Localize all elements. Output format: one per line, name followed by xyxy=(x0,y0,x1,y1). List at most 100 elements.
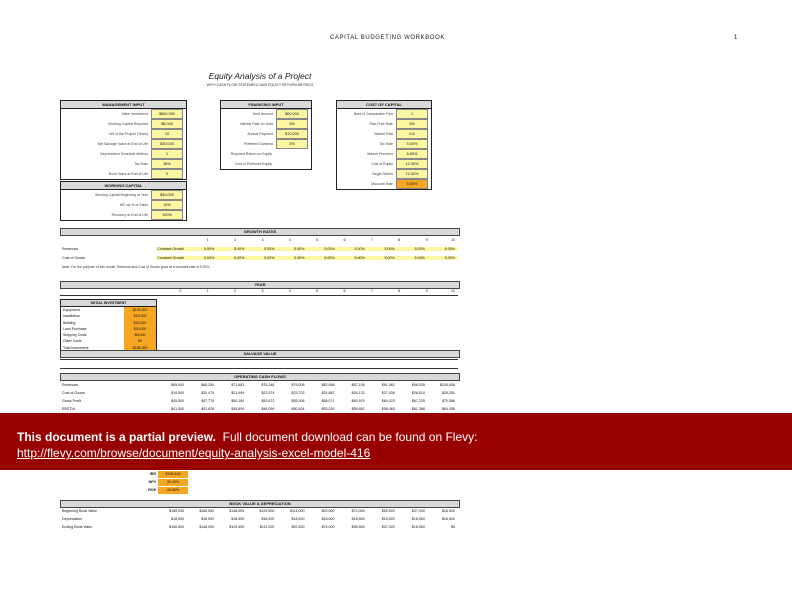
input-value-cell[interactable]: 100% xyxy=(151,210,183,220)
cash-flow-cell: $68,250 xyxy=(201,383,215,387)
cash-flow-cell: $30,251 xyxy=(441,391,455,395)
input-value-cell[interactable]: 5.00% xyxy=(396,139,428,149)
year-cell: 10 xyxy=(450,238,455,242)
cash-flow-cell: $43,628 xyxy=(201,407,215,411)
year-cell: 9 xyxy=(425,289,428,293)
input-value-cell[interactable]: $8,000 xyxy=(151,119,183,129)
growth-rate-cell[interactable]: 5.00% xyxy=(427,256,458,260)
growth-rate-cell[interactable]: Constant Growth xyxy=(157,256,188,260)
investment-row: Other Costs $0 xyxy=(61,338,156,345)
investment-row: Building$40,000 xyxy=(61,319,156,326)
investment-value[interactable]: $30,000 xyxy=(124,325,156,333)
input-value-cell[interactable]: 0.6 xyxy=(396,129,428,139)
return-metric-row: IRR$196,446 xyxy=(128,470,188,478)
growth-rate-cell[interactable]: 5.00% xyxy=(367,247,398,251)
input-value-cell[interactable]: $30,000 xyxy=(151,190,183,200)
banner-bold-text: This document is a partial preview. xyxy=(17,430,216,444)
growth-rate-cell[interactable]: 5.00% xyxy=(337,247,368,251)
cash-flow-cell: $70,586 xyxy=(441,399,455,403)
book-value-cell: $18,500 xyxy=(351,517,365,521)
input-label: Target Return xyxy=(371,172,393,176)
book-value-cell: $18,500 xyxy=(441,517,455,521)
growth-rate-cell[interactable]: 5.00% xyxy=(217,256,248,260)
input-label: Net Salvage Value at End of Life xyxy=(97,142,148,146)
growth-rate-cell[interactable]: 5.00% xyxy=(247,256,278,260)
input-value-cell[interactable]: $800,000 xyxy=(151,109,183,119)
metric-value: 40.86% xyxy=(158,486,188,494)
cash-flow-cell: $52,672 xyxy=(261,399,275,403)
investment-label: Total Investment xyxy=(63,345,89,350)
growth-rate-cell[interactable]: 5.00% xyxy=(337,256,368,260)
box-heading: FINANCING INPUT xyxy=(221,101,311,109)
investment-value[interactable]: $185,000 xyxy=(124,344,156,352)
input-value-cell[interactable]: 1 xyxy=(396,109,428,119)
growth-rate-cell[interactable]: 5.00% xyxy=(307,247,338,251)
investment-value[interactable]: $40,000 xyxy=(124,319,156,326)
year-cell: 5 xyxy=(316,238,319,242)
input-value-cell[interactable]: 3% xyxy=(276,139,308,149)
growth-rate-cell[interactable]: 5.00% xyxy=(397,256,428,260)
growth-rate-cell[interactable]: Constant Growth xyxy=(157,247,188,251)
input-value-cell[interactable]: 12.00% xyxy=(396,159,428,169)
book-value-cell: $18,500 xyxy=(381,517,395,521)
growth-rate-cell[interactable]: 5.00% xyxy=(277,256,308,260)
cash-flow-cell: $48,099 xyxy=(261,407,275,411)
year-cell: 5 xyxy=(316,289,319,293)
row-label: Beginning Book Value xyxy=(62,509,98,513)
cash-flow-cell: $96,035 xyxy=(411,383,425,387)
growth-rate-cell[interactable]: 5.00% xyxy=(397,247,428,251)
growth-rate-cell[interactable]: 5.00% xyxy=(217,247,248,251)
input-value-cell[interactable]: 3% xyxy=(276,119,308,129)
growth-rate-cell[interactable]: 5.00% xyxy=(277,247,308,251)
cash-flow-cell: $27,438 xyxy=(381,391,395,395)
input-value-cell[interactable]: 30% xyxy=(151,159,183,169)
input-value-cell[interactable]: 10 xyxy=(151,129,183,139)
investment-label: Other Costs xyxy=(63,339,82,344)
growth-rate-cell[interactable]: 5.00% xyxy=(367,256,398,260)
investment-value[interactable]: $10,000 xyxy=(124,313,156,320)
input-value-cell[interactable]: $60,000 xyxy=(276,109,308,119)
cash-flow-cell: $75,246 xyxy=(261,383,275,387)
input-value-cell[interactable]: $30,000 xyxy=(151,139,183,149)
input-value-cell[interactable]: 1 xyxy=(151,149,183,159)
input-value-cell[interactable]: 12.00% xyxy=(396,169,428,179)
cash-flow-cell: $55,306 xyxy=(291,399,305,403)
investment-value[interactable]: $5,000 xyxy=(124,332,156,339)
cash-flow-cell: $64,458 xyxy=(441,407,455,411)
input-value-cell[interactable]: 6.80% xyxy=(396,149,428,159)
book-value-cell: $148,000 xyxy=(229,509,245,513)
metric-value: 30.29% xyxy=(158,478,188,486)
growth-rate-cell[interactable]: 5.00% xyxy=(187,247,218,251)
input-value-cell[interactable]: 5.00% xyxy=(396,179,428,189)
growth-rate-cell[interactable]: 5.00% xyxy=(427,247,458,251)
input-value-cell[interactable]: 10% xyxy=(151,200,183,210)
investment-value[interactable]: $100,000 xyxy=(124,307,156,314)
growth-rate-cell[interactable]: 5.00% xyxy=(187,256,218,260)
input-value-cell[interactable]: $10,000 xyxy=(276,129,308,139)
investment-label: Equipment xyxy=(63,308,80,312)
cash-flow-cell: $82,958 xyxy=(321,383,335,387)
row-label: Gross Profit xyxy=(62,399,81,403)
input-label: Cost of Preferred Equity xyxy=(234,162,272,166)
growth-rate-cell[interactable]: 5.00% xyxy=(247,247,278,251)
input-label: Tax Rate xyxy=(134,162,148,166)
year-cell: 4 xyxy=(288,289,291,293)
year-cell: 7 xyxy=(370,238,373,242)
operating-cash-flows-band: OPERATING CASH FLOWS xyxy=(60,373,460,381)
book-value-cell: $148,000 xyxy=(199,525,215,529)
input-label: Preferred Dividend xyxy=(243,142,273,146)
cash-flow-cell: $45,809 xyxy=(231,407,245,411)
growth-rate-cell[interactable]: 5.00% xyxy=(307,256,338,260)
investment-value[interactable]: $0 xyxy=(124,338,156,345)
banner-download-link[interactable]: http://flevy.com/browse/document/equity-… xyxy=(17,446,371,460)
input-value-cell[interactable]: 0 xyxy=(151,169,183,179)
input-value-cell[interactable]: 3% xyxy=(396,119,428,129)
